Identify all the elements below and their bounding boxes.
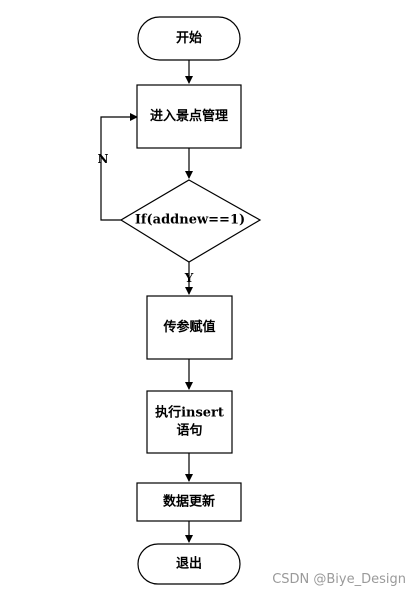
edge-label-yes: Y <box>184 271 194 285</box>
decision-diamond <box>119 179 262 263</box>
enter-management-box <box>136 84 242 149</box>
pass-params-label: 传参赋值 <box>162 319 215 335</box>
execute-insert-label-line2: 语句 <box>176 423 202 439</box>
edge-label-no: N <box>98 152 109 166</box>
enter-management-label: 进入景点管理 <box>150 108 228 124</box>
exit-label: 退出 <box>176 556 202 572</box>
data-update-label: 数据更新 <box>163 494 215 510</box>
start-terminal <box>137 16 241 61</box>
decision-label: If(addnew==1) <box>135 213 245 228</box>
csdn-watermark: CSDN @Biye_Design <box>272 572 406 587</box>
start-label: 开始 <box>176 30 202 46</box>
exit-terminal <box>137 543 241 585</box>
execute-insert-box <box>146 390 233 454</box>
execute-insert-label-line1: 执行insert <box>155 405 224 421</box>
data-update-box <box>136 482 242 522</box>
pass-params-box <box>146 295 233 360</box>
edge-decision-no-loop <box>100 113 138 221</box>
